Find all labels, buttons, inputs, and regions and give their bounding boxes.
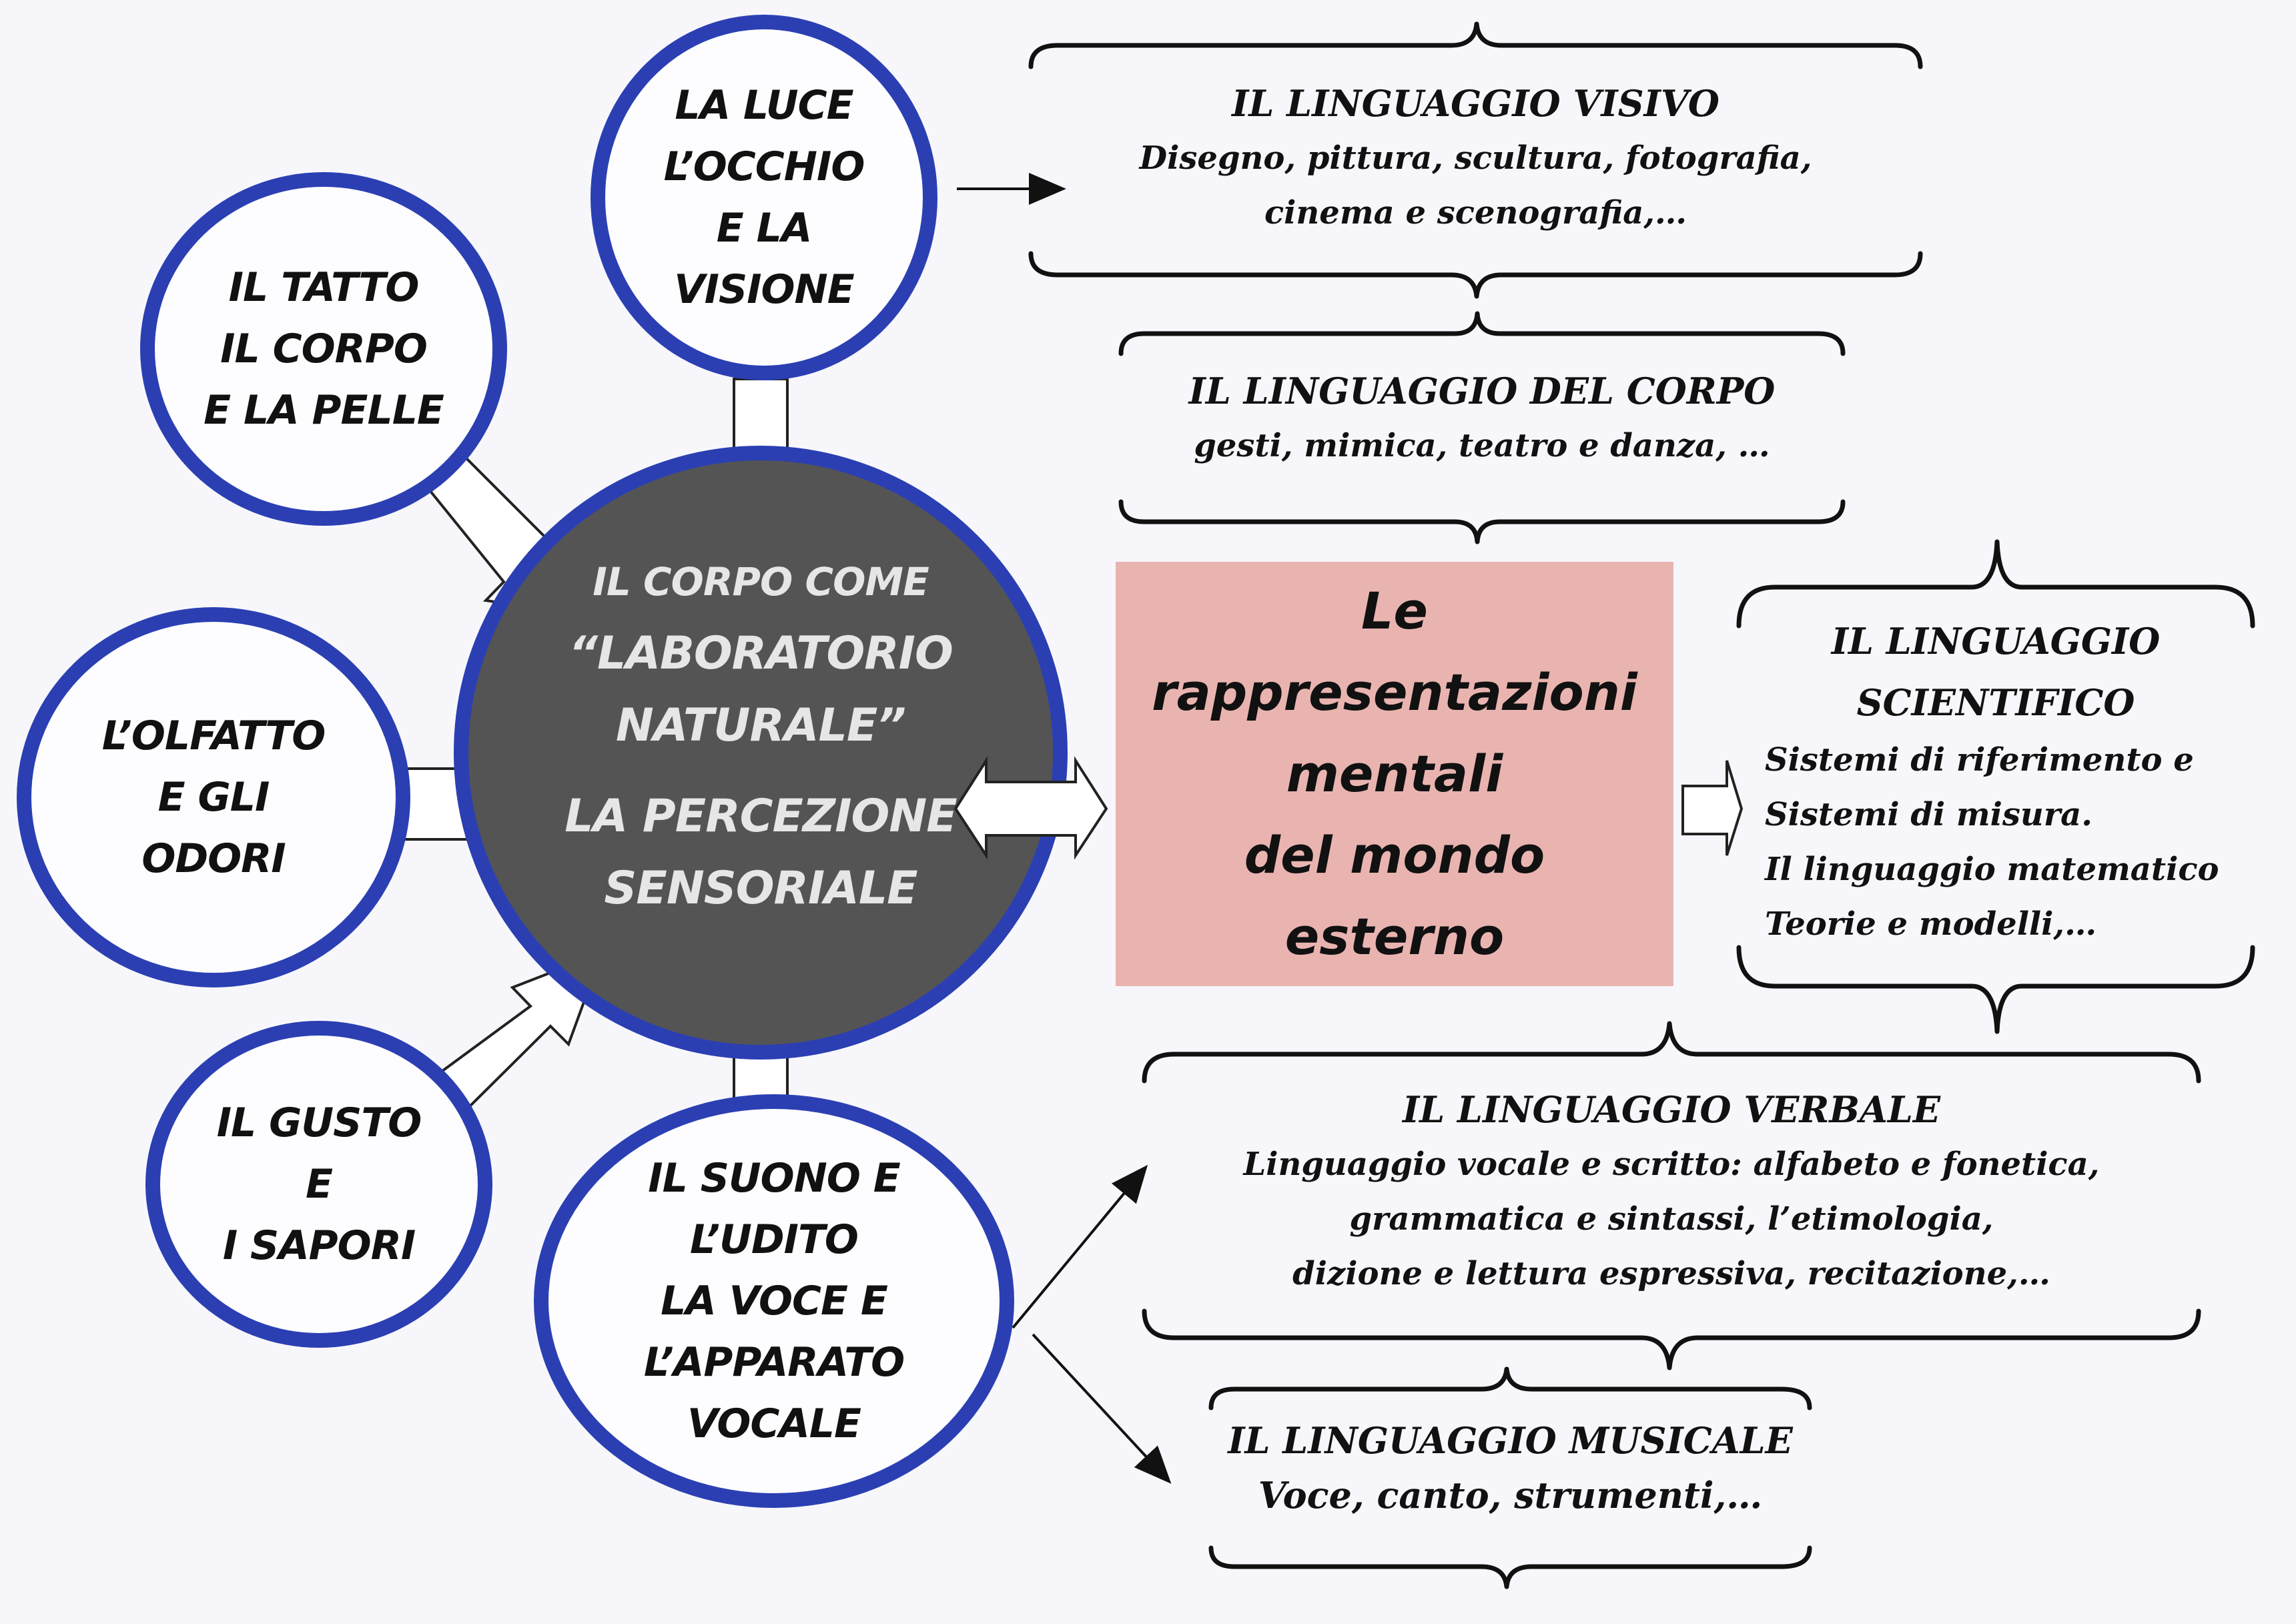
block-arrow-scientifico [1681, 760, 1744, 856]
mental-line: mentali [1286, 744, 1503, 803]
language-visivo-title: IL LINGUAGGIO VISIVO [1232, 82, 1719, 125]
center-circle-laboratorio: IL CORPO COME “LABORATORIO NATURALE” LA … [454, 446, 1068, 1060]
mental-line: Le [1361, 581, 1428, 641]
tatto-line: E LA PELLE [204, 387, 444, 434]
brace-scientifico-top [1736, 539, 2255, 629]
language-verbale-line: grammatica e sintassi, l’etimologia, [1349, 1200, 1994, 1238]
brace-scientifico-bottom [1736, 945, 2255, 1034]
circle-luce: LA LUCE L’OCCHIO E LA VISIONE [591, 15, 937, 380]
circle-olfatto: L’OLFATTO E GLI ODORI [17, 607, 410, 987]
brace-musicale-bottom [1208, 1545, 1812, 1589]
brace-verbale-bottom [1142, 1308, 2201, 1370]
suono-line: VOCALE [687, 1400, 861, 1447]
language-verbale-line: dizione e lettura espressiva, recitazion… [1292, 1255, 2050, 1292]
olfatto-line: ODORI [141, 835, 286, 882]
center-title-line: “LABORATORIO [568, 627, 953, 680]
language-verbale-line: Linguaggio vocale e scritto: alfabeto e … [1243, 1146, 2100, 1183]
luce-line: L’OCCHIO [663, 143, 865, 190]
gusto-line: IL GUSTO [216, 1100, 422, 1146]
center-title-line: IL CORPO COME [593, 559, 929, 604]
center-perception: LA PERCEZIONE SENSORIALE [468, 781, 1053, 925]
brace-visivo-bottom [1028, 251, 1923, 299]
suono-line: IL SUONO E [648, 1155, 900, 1202]
gusto-line: E [306, 1161, 333, 1208]
language-scientifico-title: IL LINGUAGGIO [1831, 620, 2161, 663]
language-visivo-line: Disegno, pittura, scultura, fotografia, [1139, 139, 1812, 177]
language-musicale-line: Voce, canto, strumenti,… [1258, 1474, 1763, 1517]
center-title: IL CORPO COME “LABORATORIO NATURALE” [468, 546, 1053, 762]
brace-corpo-bottom [1118, 499, 1846, 544]
circle-tatto: IL TATTO IL CORPO E LA PELLE [140, 172, 507, 526]
language-scientifico: IL LINGUAGGIO SCIENTIFICO [1739, 611, 2253, 733]
language-scientifico-title: SCIENTIFICO [1856, 681, 2135, 724]
mental-line: del mondo [1244, 825, 1545, 885]
language-verbale-title: IL LINGUAGGIO VERBALE [1403, 1088, 1940, 1131]
center-perception-line: SENSORIALE [604, 862, 917, 915]
block-arrow-center-mental [953, 756, 1108, 860]
mental-representations-box: Le rappresentazioni mentali del mondo es… [1116, 562, 1673, 986]
suono-line: L’APPARATO [643, 1339, 905, 1386]
circle-gusto: IL GUSTO E I SAPORI [145, 1021, 492, 1348]
language-musicale: IL LINGUAGGIO MUSICALE Voce, canto, stru… [1211, 1413, 1810, 1523]
brace-corpo-top [1118, 311, 1846, 356]
language-scientifico-line: Teorie e modelli,… [1765, 905, 2097, 943]
center-perception-line: LA PERCEZIONE [564, 790, 957, 843]
olfatto-line: E GLI [157, 774, 270, 821]
tatto-line: IL CORPO [220, 326, 428, 372]
language-scientifico-line: Sistemi di misura. [1765, 796, 2092, 833]
luce-line: LA LUCE [675, 82, 853, 129]
brace-musicale-top [1208, 1366, 1812, 1410]
arrow-suono-musicale [1032, 1333, 1172, 1484]
language-corpo-title: IL LINGUAGGIO DEL CORPO [1188, 370, 1776, 412]
language-visivo-line: cinema e scenografia,… [1264, 194, 1687, 232]
luce-line: VISIONE [674, 266, 855, 313]
gusto-line: I SAPORI [222, 1222, 416, 1269]
luce-line: E LA [716, 205, 813, 252]
circle-suono: IL SUONO E L’UDITO LA VOCE E L’APPARATO … [534, 1094, 1014, 1508]
brace-visivo-top [1028, 21, 1923, 69]
language-visivo: IL LINGUAGGIO VISIVO Disegno, pittura, s… [1031, 76, 1920, 240]
language-verbale: IL LINGUAGGIO VERBALE Linguaggio vocale … [1144, 1082, 2199, 1301]
language-scientifico-line: Il linguaggio matematico [1765, 851, 2219, 888]
language-corpo: IL LINGUAGGIO DEL CORPO gesti, mimica, t… [1121, 364, 1843, 473]
suono-line: L’UDITO [690, 1216, 859, 1263]
mental-line: esterno [1284, 907, 1505, 966]
language-scientifico-body: Sistemi di riferimento e Sistemi di misu… [1765, 733, 2252, 951]
brace-verbale-top [1142, 1021, 2201, 1084]
center-title-line: NATURALE” [615, 699, 906, 752]
language-scientifico-line: Sistemi di riferimento e [1765, 741, 2194, 779]
mental-line: rappresentazioni [1152, 663, 1637, 722]
olfatto-line: L’OLFATTO [101, 713, 326, 759]
arrow-suono-verbale [1012, 1164, 1148, 1329]
tatto-line: IL TATTO [228, 264, 420, 311]
language-corpo-line: gesti, mimica, teatro e danza, … [1194, 427, 1770, 464]
suono-line: LA VOCE E [661, 1278, 888, 1324]
language-musicale-title: IL LINGUAGGIO MUSICALE [1228, 1419, 1793, 1462]
